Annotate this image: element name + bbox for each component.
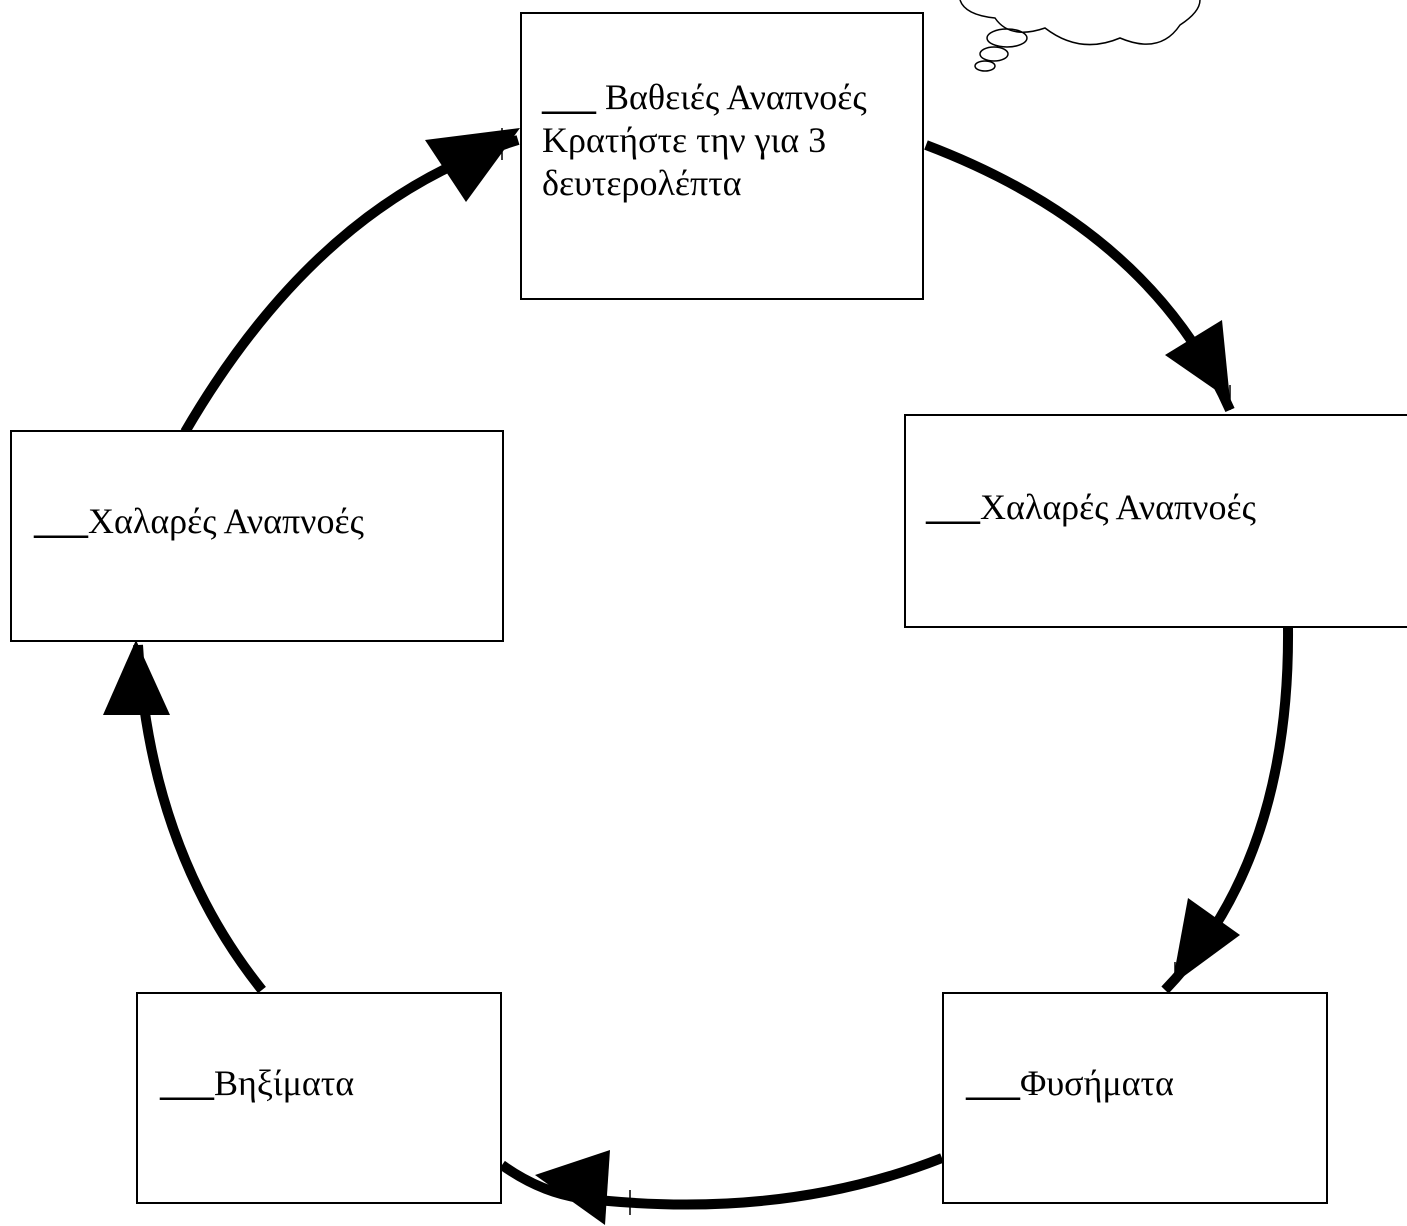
checkbox-blank[interactable]: ___ — [542, 77, 596, 117]
arrowhead-bottom-right-entry — [1172, 898, 1240, 985]
step-coughs-box: ___Βηξίματα — [136, 992, 502, 1204]
step-label: Φυσήματα — [1020, 1063, 1174, 1103]
checkbox-blank[interactable]: ___ — [34, 501, 88, 541]
step-label: Χαλαρές Αναπνοές — [980, 487, 1256, 527]
checkbox-blank[interactable]: ___ — [926, 487, 980, 527]
arrow-top-to-right — [924, 140, 1235, 413]
thought-bubble-icon — [959, 0, 1201, 72]
arrowhead-top-entry — [425, 128, 520, 202]
arrowheads — [103, 128, 1240, 1225]
step-label: Βηξίματα — [214, 1063, 355, 1103]
checkbox-blank[interactable]: ___ — [160, 1063, 214, 1103]
step-label: Βαθειές Αναπνοές Κρατήστε την για 3 δευτ… — [542, 77, 867, 204]
arrowhead-left-entry — [103, 640, 170, 715]
arrowhead-bottom-left-entry — [535, 1150, 610, 1225]
step-relaxed-breaths-right-box: ___Χαλαρές Αναπνοές — [904, 414, 1407, 628]
step-huffs-box: ___Φυσήματα — [942, 992, 1328, 1204]
step-deep-breaths-box: ___ Βαθειές Αναπνοές Κρατήστε την για 3 … — [520, 12, 924, 300]
step-label: Χαλαρές Αναπνοές — [88, 501, 364, 541]
step-relaxed-breaths-left-box: ___Χαλαρές Αναπνοές — [10, 430, 504, 642]
checkbox-blank[interactable]: ___ — [966, 1063, 1020, 1103]
arrowhead-right-entry — [1165, 320, 1230, 400]
arrow-bottom-right-to-bottom-left — [499, 1153, 944, 1210]
